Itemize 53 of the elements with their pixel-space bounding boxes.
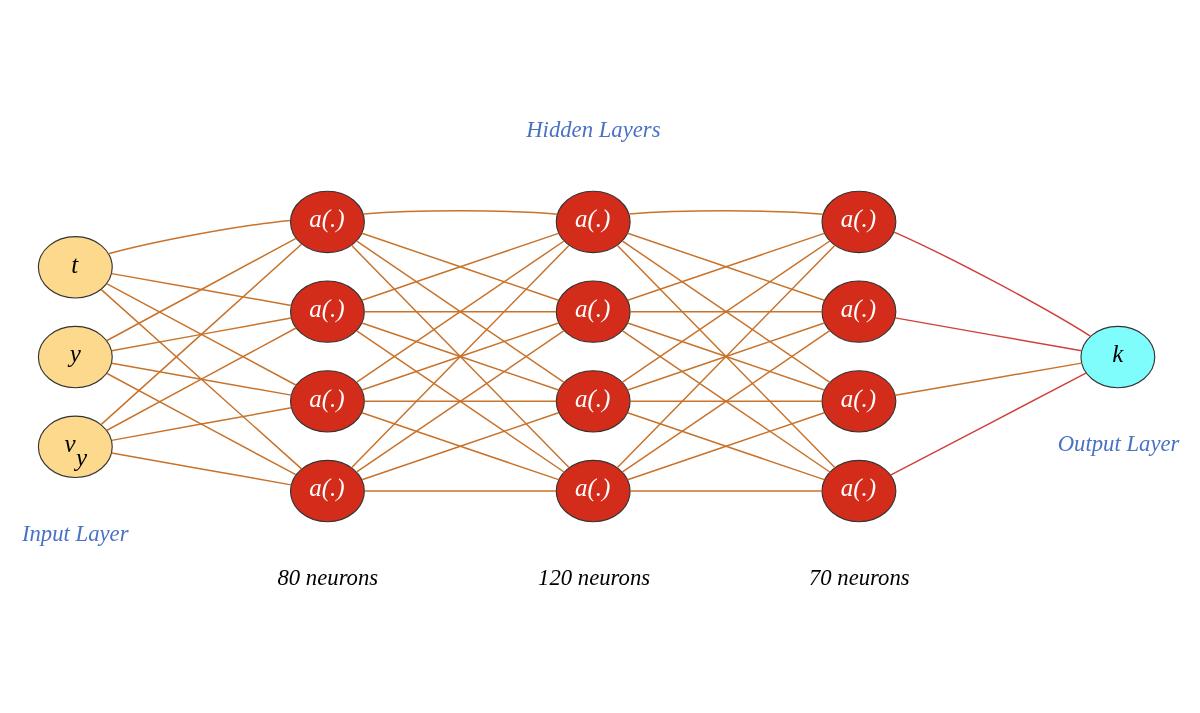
connector [629,310,823,313]
connector [626,412,825,481]
label: 120 neurons [538,565,651,591]
connector [628,210,824,215]
connector [106,372,297,476]
node-ellipse: k [1080,325,1156,389]
connector [111,272,292,307]
connector [893,231,1092,337]
node-ellipse: a(.) [555,190,631,254]
node-ellipse: t [37,236,113,299]
node-ellipse: a(.) [821,459,897,523]
label: Hidden Layers [526,116,661,142]
connector [629,490,823,492]
connector [105,327,297,432]
node-ellipse: y [37,325,113,389]
node-ellipse: a(.) [289,370,365,433]
node-ellipse: a(.) [289,459,365,523]
connector [629,400,823,403]
connector [106,283,297,386]
connector [361,412,560,481]
node-ellipse: a(.) [555,280,631,343]
connector [363,400,557,403]
connector [363,310,557,313]
connector [363,490,557,492]
connector [100,288,303,470]
connector [111,452,292,486]
node-ellipse: a(.) [821,370,897,433]
label: 70 neurons [808,565,910,591]
connector [111,317,292,352]
connector [350,244,570,469]
connector [362,210,559,215]
label: Input Layer [21,521,129,547]
connector [626,322,825,391]
connector [105,237,297,342]
label: Output Layer [1057,431,1180,457]
connector [894,362,1083,397]
node-ellipse: a(.) [289,280,365,343]
node-ellipse: a(.) [821,190,897,254]
connector [111,362,292,396]
connector [100,243,303,426]
connector [361,232,560,301]
node-ellipse: a(.) [555,370,631,433]
node-ellipse: a(.) [555,459,631,523]
node-ellipse: a(.) [289,190,365,254]
connector [361,322,560,391]
node-ellipse: a(.) [821,280,897,343]
connector [626,232,825,301]
label: 80 neurons [277,565,379,591]
connector [107,219,291,255]
connector [111,407,292,442]
connector [616,244,836,469]
connector [894,317,1083,352]
connector [889,372,1087,476]
